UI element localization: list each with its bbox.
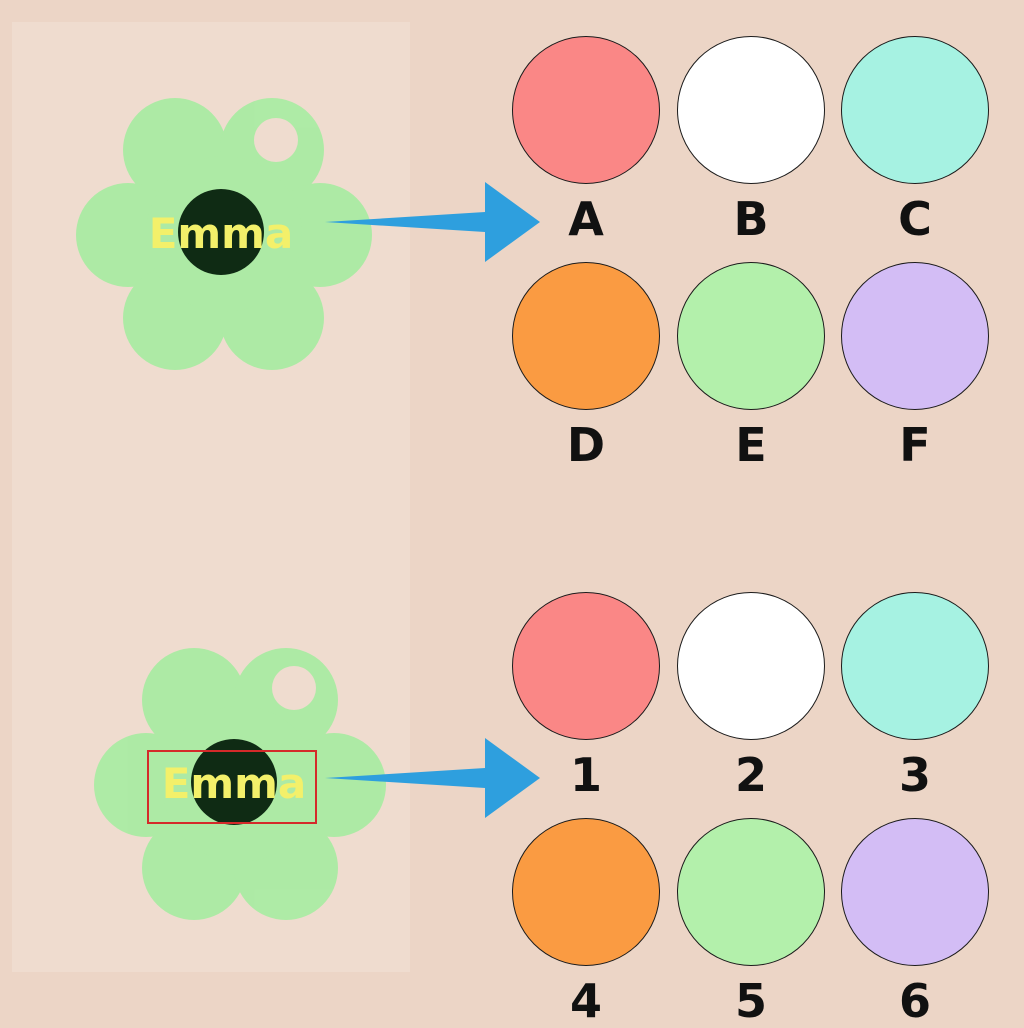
color-swatch-a[interactable] bbox=[512, 36, 660, 184]
keyring-hole bbox=[254, 118, 298, 162]
engraved-name: Emma bbox=[162, 759, 307, 808]
arrow-to-palette-top bbox=[325, 182, 540, 262]
flower-tag-bottom: Emma bbox=[94, 648, 386, 920]
tag-center-dot bbox=[191, 739, 277, 825]
color-swatch-4[interactable] bbox=[512, 818, 660, 966]
text-highlight-box bbox=[147, 750, 317, 824]
keyring-hole bbox=[272, 666, 316, 710]
arrow-to-palette-bottom bbox=[325, 738, 540, 818]
color-swatch-label: 2 bbox=[734, 748, 767, 802]
color-swatch-label: E bbox=[735, 418, 767, 472]
color-swatch-1[interactable] bbox=[512, 592, 660, 740]
color-swatch-c[interactable] bbox=[841, 36, 989, 184]
color-swatch-label: A bbox=[568, 192, 604, 246]
color-swatch-3[interactable] bbox=[841, 592, 989, 740]
color-swatch-label: B bbox=[733, 192, 769, 246]
flower-tag-top: Emma bbox=[76, 98, 372, 370]
color-swatch-6[interactable] bbox=[841, 818, 989, 966]
color-swatch-5[interactable] bbox=[677, 818, 825, 966]
color-swatch-f[interactable] bbox=[841, 262, 989, 410]
color-swatch-label: 6 bbox=[898, 974, 931, 1028]
color-swatch-d[interactable] bbox=[512, 262, 660, 410]
tag-center-dot bbox=[178, 189, 264, 275]
color-swatch-label: 5 bbox=[734, 974, 767, 1028]
color-swatch-label: C bbox=[898, 192, 932, 246]
color-swatch-label: 4 bbox=[569, 974, 602, 1028]
color-swatch-label: D bbox=[566, 418, 606, 472]
color-swatch-e[interactable] bbox=[677, 262, 825, 410]
color-swatch-label: 1 bbox=[569, 748, 602, 802]
color-swatch-label: F bbox=[899, 418, 931, 472]
color-swatch-2[interactable] bbox=[677, 592, 825, 740]
color-swatch-label: 3 bbox=[898, 748, 931, 802]
color-swatch-b[interactable] bbox=[677, 36, 825, 184]
engraved-name: Emma bbox=[149, 209, 294, 258]
